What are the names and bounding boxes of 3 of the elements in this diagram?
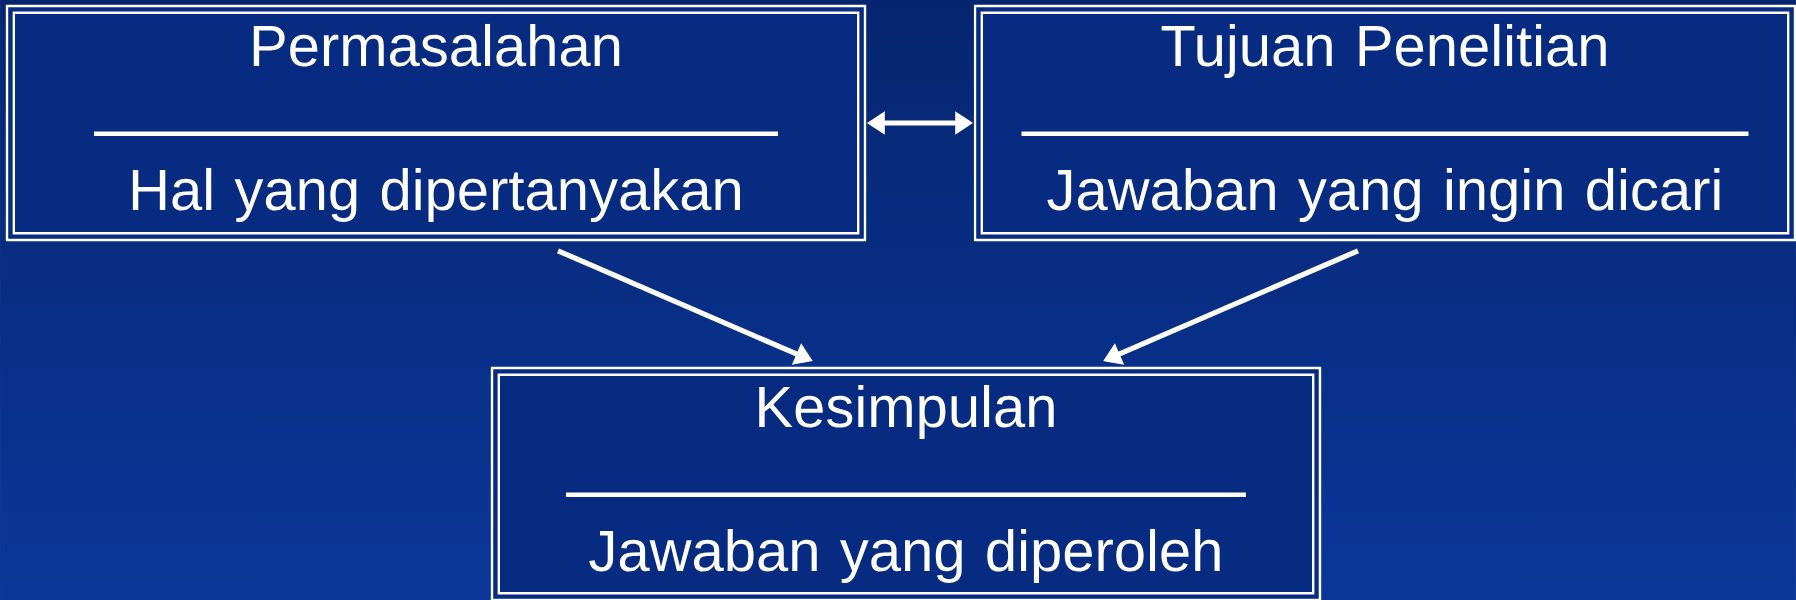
titled-box: Permasalahan Hal yang dipertanyakan [5, 4, 867, 242]
titled-box: Tujuan Penelitian Jawaban yang ingin dicari [973, 4, 1796, 242]
titled-box: Kesimpulan Jawaban yang diperoleh [490, 366, 1322, 600]
